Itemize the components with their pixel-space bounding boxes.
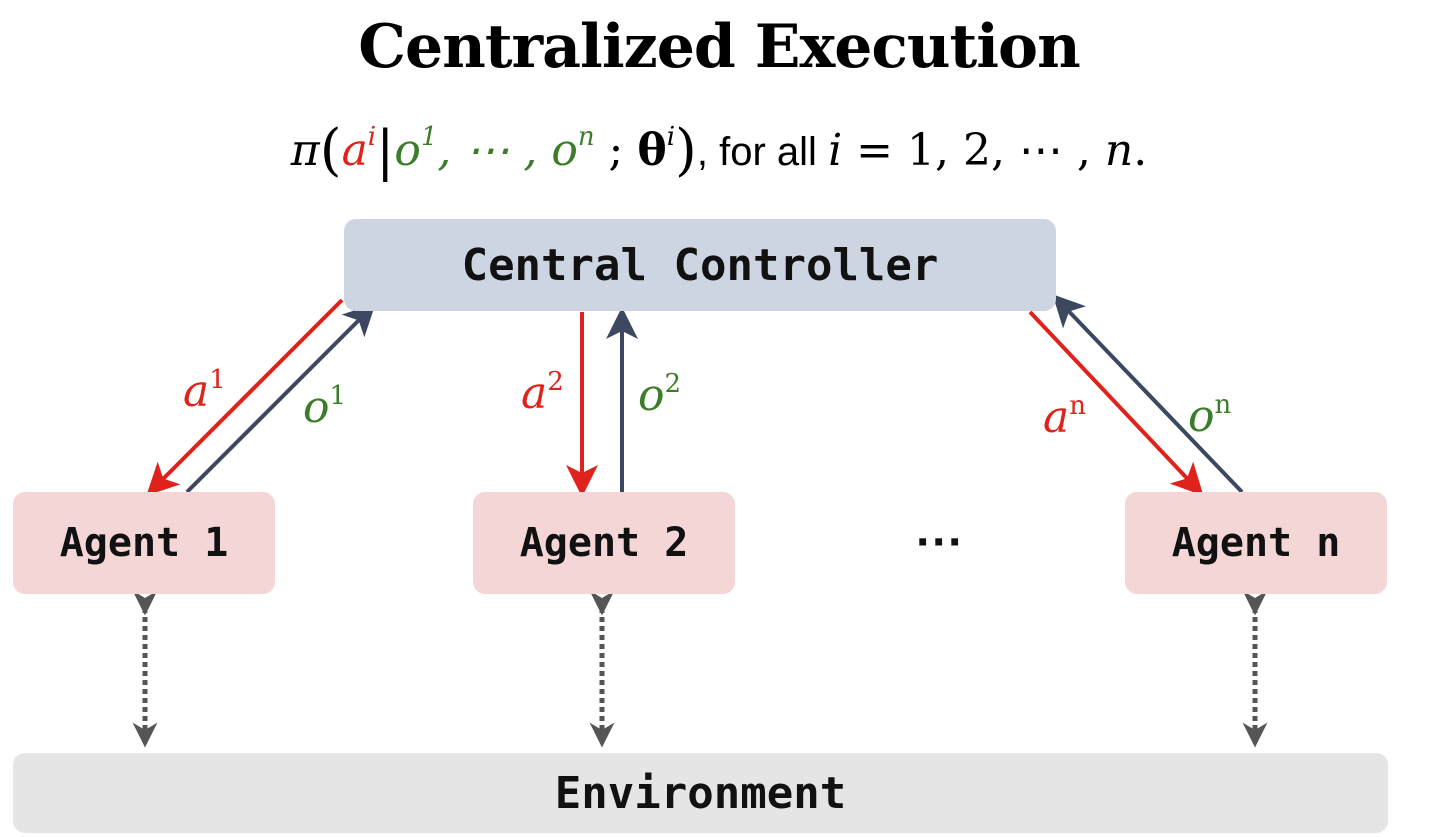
- edge-label-an: an: [1043, 391, 1086, 443]
- agent-n-label: Agent n: [1171, 520, 1341, 566]
- policy-formula: π(ai|o1, ⋯ , on ; θi), for all i = 1, 2,…: [0, 118, 1438, 183]
- formula-close-paren: ): [675, 118, 697, 183]
- agent-n-box: Agent n: [1125, 492, 1387, 594]
- formula-period: .: [1133, 125, 1148, 176]
- central-controller-label: Central Controller: [461, 239, 939, 291]
- formula-range: = 1, 2, ⋯ ,: [842, 125, 1105, 176]
- formula-pi: π: [290, 125, 320, 176]
- formula-for-all: , for all: [696, 130, 829, 174]
- edge-label-on: on: [1188, 390, 1232, 442]
- edge-label-o2: o2: [638, 369, 682, 421]
- observation-arrow-n: [1052, 294, 1244, 494]
- edge-label-a1: a1: [183, 365, 226, 417]
- environment-label: Environment: [554, 767, 847, 819]
- action-arrow-n: [1028, 310, 1204, 496]
- environment-box: Environment: [13, 753, 1388, 833]
- formula-theta: θi: [637, 122, 676, 176]
- agent-2-label: Agent 2: [519, 520, 689, 566]
- agent-1-label: Agent 1: [59, 520, 229, 566]
- formula-observations: o1, ⋯ , on: [394, 122, 595, 176]
- formula-open-paren: (: [319, 118, 342, 183]
- ellipsis: ···: [916, 516, 964, 569]
- formula-action: ai: [341, 122, 377, 176]
- edge-label-a2: a2: [521, 367, 564, 419]
- formula-i: i: [828, 125, 843, 176]
- formula-n: n: [1104, 125, 1134, 176]
- central-controller-box: Central Controller: [344, 219, 1056, 311]
- formula-given-bar: |: [376, 119, 395, 182]
- observation-arrow-1: [185, 303, 376, 494]
- page-title: Centralized Execution: [358, 12, 1080, 82]
- action-arrow-1: [146, 298, 344, 496]
- agent-2-box: Agent 2: [473, 492, 735, 594]
- agent-1-box: Agent 1: [13, 492, 275, 594]
- formula-semicolon: ;: [594, 125, 638, 176]
- edge-label-o1: o1: [303, 381, 347, 433]
